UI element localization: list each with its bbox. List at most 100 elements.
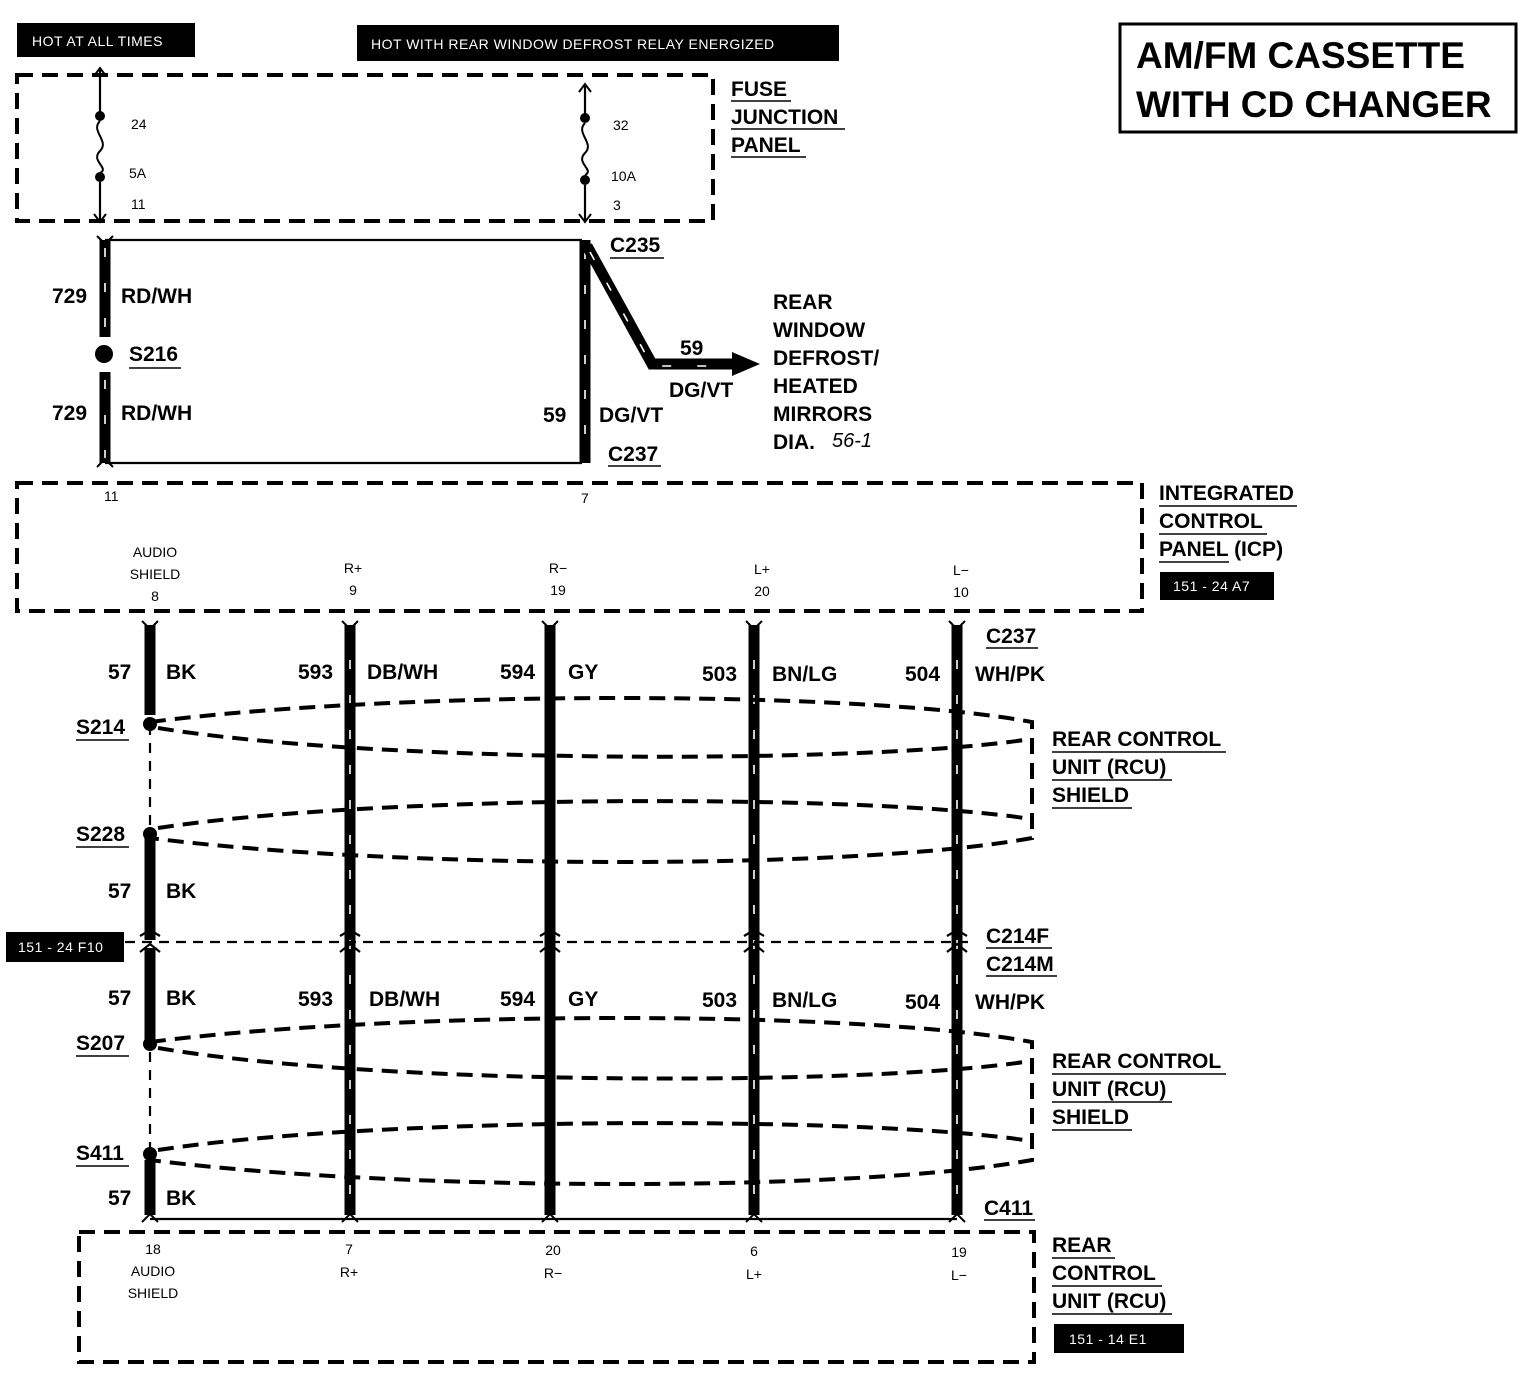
wire-59: C235 59 DG/VT 59 DG/VT C237 (543, 234, 760, 467)
svg-text:9: 9 (349, 582, 357, 598)
color-gy-b: GY (568, 988, 598, 1011)
connector-c237-upper: C237 (608, 443, 658, 466)
rcu-ref-tag: 151 - 14 E1 (1069, 1331, 1147, 1347)
destination-line-2: WINDOW (773, 319, 865, 342)
connector-c237-lower: C237 (986, 625, 1036, 648)
color-whpk-a: WH/PK (975, 663, 1045, 686)
connector-c214 (125, 928, 975, 953)
svg-text:L−: L− (953, 562, 969, 578)
svg-text:SHIELD: SHIELD (130, 566, 181, 582)
svg-text:18: 18 (145, 1241, 161, 1257)
svg-text:R−: R− (544, 1265, 562, 1281)
color-bk-d: BK (166, 1187, 196, 1210)
rcu-pin-r-plus: 7 R+ (340, 1241, 358, 1280)
icp-pins: AUDIO SHIELD 8 R+ 9 R− 19 L+ 20 L− 10 (130, 544, 969, 604)
splice-s214: S214 (76, 716, 125, 739)
title-line-1: AM/FM CASSETTE (1136, 35, 1465, 76)
color-dbwh-a: DB/WH (367, 661, 438, 684)
rcu-label-1: REAR (1052, 1234, 1112, 1257)
destination-label: REAR WINDOW DEFROST/ HEATED MIRRORS DIA.… (773, 291, 879, 454)
svg-text:L+: L+ (746, 1266, 762, 1282)
icp-pin-audio-shield: AUDIO SHIELD 8 (130, 544, 181, 604)
svg-text:R−: R− (549, 560, 567, 576)
rcu-connector-ends (141, 1212, 966, 1223)
color-dbwh-b: DB/WH (369, 988, 440, 1011)
rcu-label: REAR CONTROL UNIT (RCU) 151 - 14 E1 (1052, 1234, 1184, 1353)
icp-label-2: CONTROL (1159, 510, 1263, 533)
icp-label-1: INTEGRATED (1159, 482, 1294, 505)
fuse-panel-label-1: FUSE (731, 78, 787, 101)
rcu-pin-r-minus: 20 R− (544, 1242, 562, 1281)
circuit-57-b: 57 (108, 880, 131, 903)
icp-box (15, 481, 1144, 613)
rcu-pin-l-plus: 6 L+ (746, 1243, 762, 1282)
fuse-junction-panel-label: FUSE JUNCTION PANEL (731, 78, 845, 158)
fuse-24-number: 24 (131, 116, 147, 132)
color-gy-a: GY (568, 661, 598, 684)
svg-text:20: 20 (754, 583, 770, 599)
title-line-2: WITH CD CHANGER (1136, 84, 1492, 125)
color-729-upper: RD/WH (121, 285, 192, 308)
fuse-24-rating: 5A (129, 165, 147, 181)
svg-text:AUDIO: AUDIO (131, 1263, 175, 1279)
splice-s216-label: S216 (129, 343, 178, 366)
fuse-32-rating: 10A (611, 168, 637, 184)
rcu-pin-l-minus: 19 L− (951, 1244, 967, 1283)
svg-text:10: 10 (953, 584, 969, 600)
connector-c411: C411 (984, 1197, 1033, 1220)
left-ref-tag-text: 151 - 24 F10 (18, 939, 103, 955)
connector-c214-labels: C214F C214M (986, 925, 1057, 977)
rcu-pin-audio-shield: 18 AUDIO SHIELD (128, 1241, 179, 1301)
destination-line-3: DEFROST/ (773, 347, 879, 370)
destination-ref: 56-1 (832, 430, 872, 452)
circuit-729-lower: 729 (52, 402, 87, 425)
svg-text:6: 6 (750, 1243, 758, 1259)
circuit-503-a: 503 (702, 663, 737, 686)
fuse-panel-label-2: JUNCTION (731, 106, 838, 129)
shield-lower (143, 1016, 1034, 1186)
branch-circuit-59: 59 (680, 337, 703, 360)
svg-text:R+: R+ (340, 1264, 358, 1280)
splice-s216-dot (95, 345, 113, 363)
svg-text:20: 20 (545, 1242, 561, 1258)
color-bk-c: BK (166, 987, 196, 1010)
circuit-594-b: 594 (500, 988, 535, 1011)
hot-at-all-times-tag: HOT AT ALL TIMES (17, 23, 195, 57)
circuit-503-b: 503 (702, 989, 737, 1012)
svg-text:8: 8 (151, 588, 159, 604)
svg-text:SHIELD: SHIELD (1052, 784, 1129, 807)
destination-line-6: DIA. (773, 431, 815, 454)
wire-labels-upper: 57 BK 593 DB/WH 594 GY 503 BN/LG 504 WH/… (108, 625, 1045, 903)
rcu-pins: 18 AUDIO SHIELD 7 R+ 20 R− 6 L+ 19 L− (128, 1241, 967, 1301)
color-729-lower: RD/WH (121, 402, 192, 425)
color-59: DG/VT (599, 404, 663, 427)
fuse-panel-label-3: PANEL (731, 134, 801, 157)
circuit-593-a: 593 (298, 661, 333, 684)
splice-labels: S214 S228 S207 S411 (76, 716, 129, 1167)
rcu-box (77, 1230, 1036, 1364)
icp-pin-7: 7 (581, 490, 589, 506)
circuit-57-a: 57 (108, 661, 131, 684)
icp-ref-tag: 151 - 24 A7 (1173, 578, 1250, 594)
destination-line-4: HEATED (773, 375, 858, 398)
splice-s207: S207 (76, 1032, 125, 1055)
splice-s228: S228 (76, 823, 125, 846)
color-bk-a: BK (166, 661, 196, 684)
svg-text:AUDIO: AUDIO (133, 544, 177, 560)
icp-label: INTEGRATED CONTROL PANEL (ICP) 151 - 24 … (1159, 482, 1297, 600)
icp-connector-ends (141, 620, 966, 631)
hot-defrost-tag: HOT WITH REAR WINDOW DEFROST RELAY ENERG… (357, 25, 839, 61)
hot-at-all-times-label: HOT AT ALL TIMES (32, 33, 163, 49)
svg-text:19: 19 (951, 1244, 967, 1260)
icp-pin-l-plus: L+ 20 (754, 561, 770, 599)
splice-s411: S411 (76, 1142, 124, 1165)
svg-text:7: 7 (345, 1241, 353, 1257)
circuit-593-b: 593 (298, 988, 333, 1011)
svg-text:L+: L+ (754, 561, 770, 577)
svg-text:UNIT (RCU): UNIT (RCU) (1052, 1078, 1166, 1101)
destination-line-1: REAR (773, 291, 833, 314)
svg-text:REAR CONTROL: REAR CONTROL (1052, 1050, 1221, 1073)
hot-defrost-label: HOT WITH REAR WINDOW DEFROST RELAY ENERG… (371, 36, 775, 52)
circuit-57-d: 57 (108, 1187, 131, 1210)
